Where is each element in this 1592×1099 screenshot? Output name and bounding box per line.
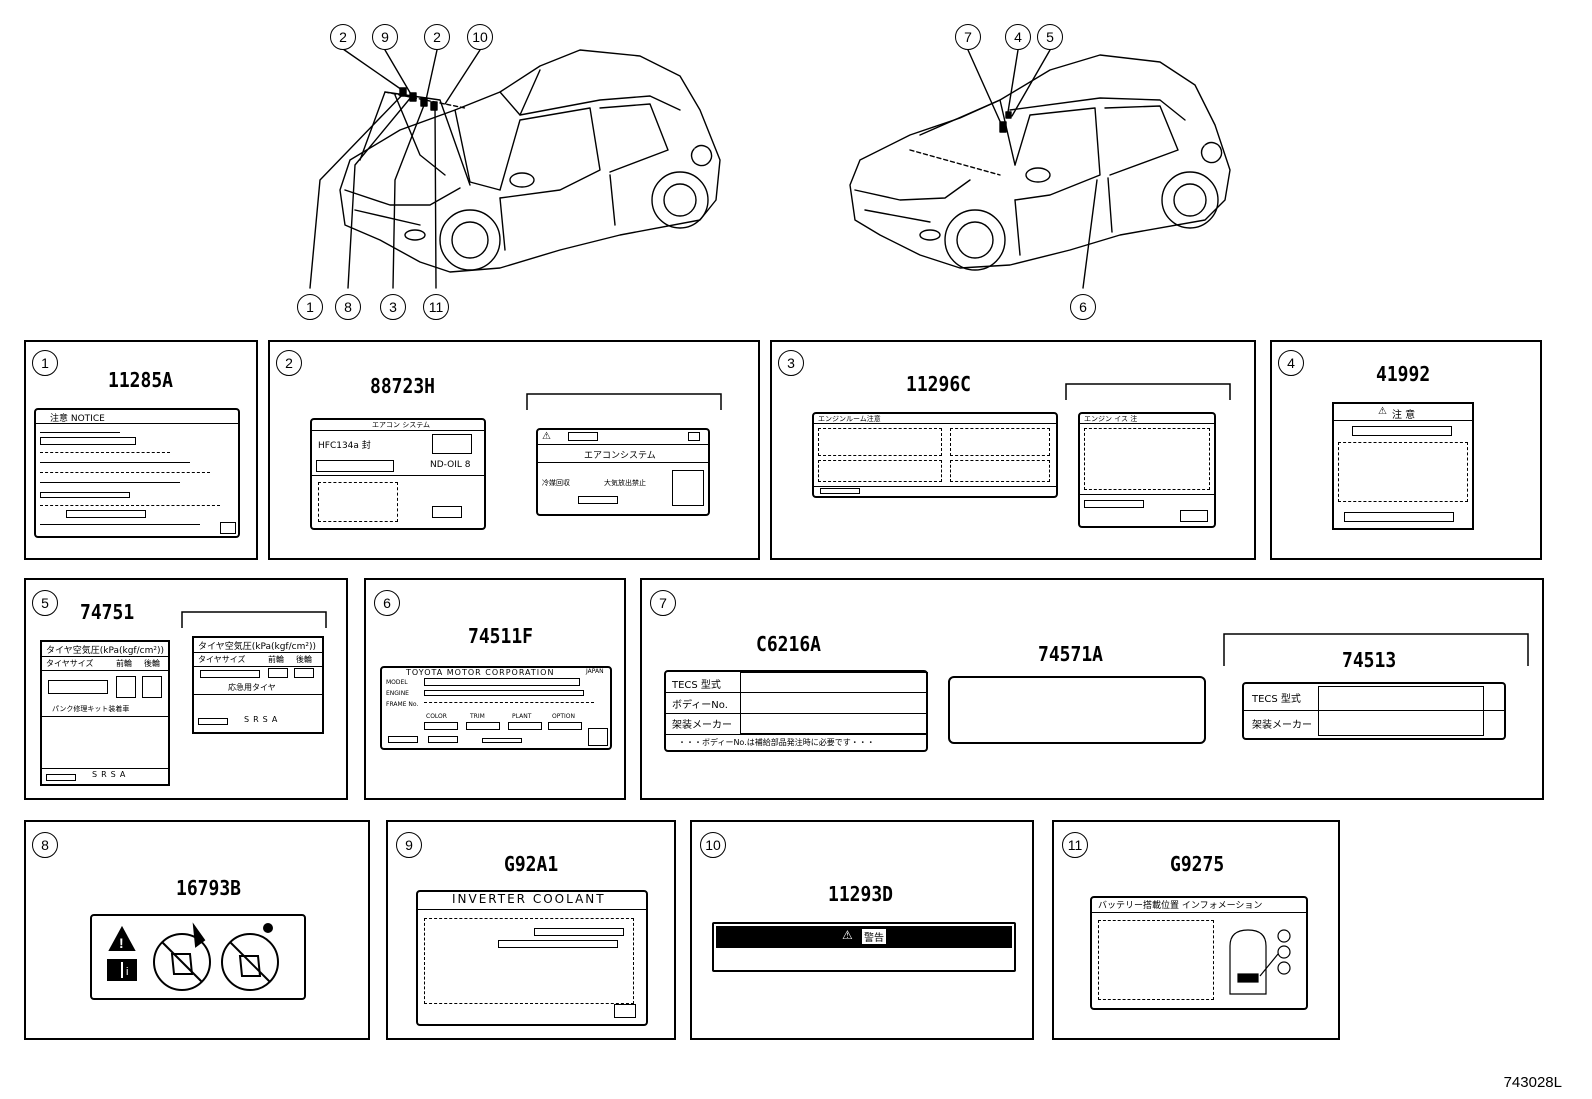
part-number: 11285A <box>108 368 174 392</box>
panel-number: 3 <box>778 350 804 376</box>
panel-number: 9 <box>396 832 422 858</box>
label-aircon-b: ⚠ エアコンシステム 冷媒回収 大気放出禁止 <box>536 428 710 516</box>
label-tire-b: タイヤ空気圧(kPa(kgf/cm²)) タイヤサイズ 前輪 後輪 応急用タイヤ… <box>192 636 324 734</box>
label-vin-plate: TOYOTA MOTOR CORPORATION JAPAN MODEL ENG… <box>380 666 612 750</box>
svg-text:i: i <box>126 966 128 978</box>
svg-text:!: ! <box>119 935 124 951</box>
label-warning: ⚠ 警告 <box>712 922 1016 972</box>
panel-number: 1 <box>32 350 58 376</box>
label-aircon-a: エアコン システム HFC134a 封 ND-OIL 8 <box>310 418 486 530</box>
callout-6: 6 <box>1070 294 1096 320</box>
label-caution: ⚠ 注 意 <box>1332 402 1474 530</box>
callout-2: 2 <box>424 24 450 50</box>
panel-4: 4 41992 ⚠ 注 意 <box>1270 340 1542 560</box>
panel-number: 5 <box>32 590 58 616</box>
label-blank <box>948 676 1206 744</box>
panel-number: 2 <box>276 350 302 376</box>
part-number: 74513 <box>1342 648 1397 672</box>
panel-6: 6 74511F TOYOTA MOTOR CORPORATION JAPAN … <box>364 578 626 800</box>
callout-5: 5 <box>1037 24 1063 50</box>
callout-7: 7 <box>955 24 981 50</box>
label-engine-b: エンジン イス 注 <box>1078 412 1216 528</box>
label-notice: 注意 NOTICE <box>34 408 240 538</box>
part-number: G9275 <box>1170 852 1225 876</box>
callout-9: 9 <box>372 24 398 50</box>
part-number: 74511F <box>468 624 534 648</box>
callout-8: 8 <box>335 294 361 320</box>
panel-number: 6 <box>374 590 400 616</box>
panel-11: 11 G9275 バッテリー搭載位置 インフォメーション <box>1052 820 1340 1040</box>
panel-number: 7 <box>650 590 676 616</box>
part-number: C6216A <box>756 632 822 656</box>
callout-2: 2 <box>330 24 356 50</box>
part-number: 88723H <box>370 374 436 398</box>
car-topview-icon <box>1229 929 1291 995</box>
callout-11: 11 <box>423 294 449 320</box>
diagram-code: 743028L <box>1503 1074 1562 1091</box>
label-airbag-warning: ! i <box>90 914 306 1000</box>
label-engine-a: エンジンルーム注意 <box>812 412 1058 498</box>
no-rear-facing-seat-icon <box>221 923 279 991</box>
label-title: 注意 NOTICE <box>50 414 105 424</box>
part-number: 74571A <box>1038 642 1104 666</box>
label-inverter-coolant: INVERTER COOLANT <box>416 890 648 1026</box>
panel-3: 3 11296C エンジンルーム注意 エンジン イス 注 <box>770 340 1256 560</box>
part-number: 74751 <box>80 600 135 624</box>
part-number: 41992 <box>1376 362 1431 386</box>
panel-number: 10 <box>700 832 726 858</box>
label-tecs-a: TECS 型式 ボディーNo. 架装メーカー ・・・ボディーNo.は補給部品発注… <box>664 670 928 752</box>
car-left-drawing <box>309 48 721 289</box>
part-number: 16793B <box>176 876 242 900</box>
callout-1: 1 <box>297 294 323 320</box>
panel-number: 8 <box>32 832 58 858</box>
car-illustrations <box>309 48 1231 289</box>
label-tire-a: タイヤ空気圧(kPa(kgf/cm²)) タイヤサイズ 前輪 後輪 パンク修理キ… <box>40 640 170 786</box>
part-number: 11296C <box>906 372 972 396</box>
panel-8: 8 16793B ! i <box>24 820 370 1040</box>
panel-1: 1 11285A 注意 NOTICE <box>24 340 258 560</box>
panel-number: 4 <box>1278 350 1304 376</box>
panel-2: 2 88723H エアコン システム HFC134a 封 ND-OIL 8 ⚠ … <box>268 340 760 560</box>
panel-number: 11 <box>1062 832 1088 858</box>
panel-9: 9 G92A1 INVERTER COOLANT <box>386 820 676 1040</box>
manual-icon: i <box>107 959 137 981</box>
part-number: G92A1 <box>504 852 559 876</box>
panel-10: 10 11293D ⚠ 警告 <box>690 820 1034 1040</box>
warning-icon: ! <box>108 925 136 951</box>
no-child-seat-icon <box>153 922 211 991</box>
callout-3: 3 <box>380 294 406 320</box>
label-tecs-c: TECS 型式 架装メーカー <box>1242 682 1506 740</box>
panel-7: 7 C6216A TECS 型式 ボディーNo. 架装メーカー ・・・ボディーN… <box>640 578 1544 800</box>
label-battery-info: バッテリー搭載位置 インフォメーション <box>1090 896 1308 1010</box>
part-number: 11293D <box>828 882 894 906</box>
callout-4: 4 <box>1005 24 1031 50</box>
car-right-drawing <box>849 49 1231 289</box>
panel-5: 5 74751 タイヤ空気圧(kPa(kgf/cm²)) タイヤサイズ 前輪 後… <box>24 578 348 800</box>
callout-10: 10 <box>467 24 493 50</box>
